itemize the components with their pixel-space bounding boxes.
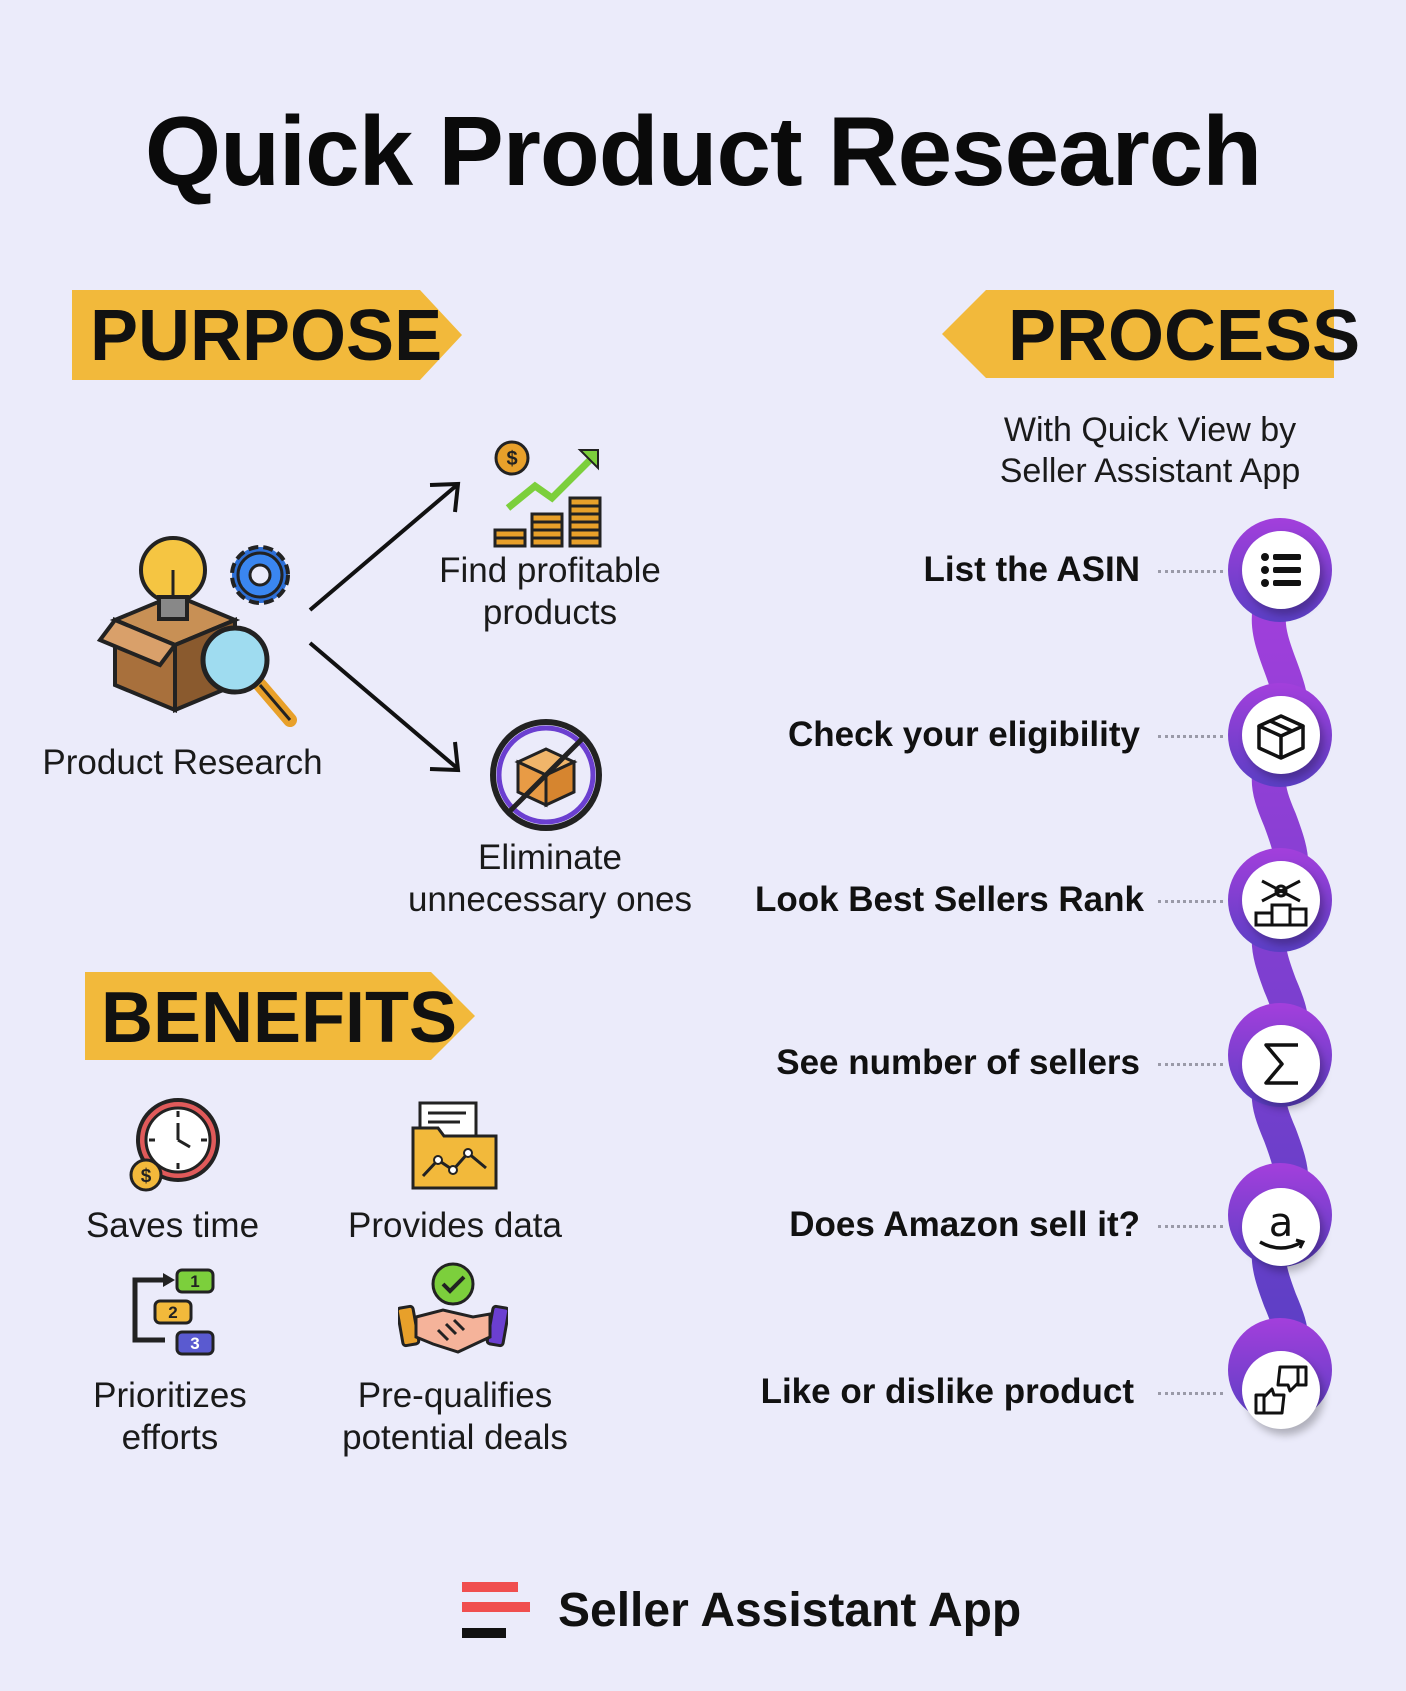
sigma-icon: [1242, 1025, 1320, 1103]
svg-text:$: $: [506, 448, 517, 470]
benefits-banner: BENEFITS: [85, 972, 475, 1060]
benefit-label-prequalifies: Pre-qualifies potential deals: [342, 1376, 568, 1457]
process-chain: [1225, 515, 1355, 1455]
process-step-label: Look Best Sellers Rank: [754, 880, 1144, 919]
product-research-icon: [95, 525, 305, 735]
svg-text:1: 1: [190, 1272, 199, 1291]
svg-text:2: 2: [168, 1303, 177, 1322]
step-connector: [1158, 570, 1223, 573]
list-icon: [1242, 531, 1320, 609]
step-connector: [1158, 1392, 1223, 1395]
handshake-icon: [395, 1262, 511, 1362]
process-step-label: Check your eligibility: [787, 715, 1140, 754]
purpose-heading: PURPOSE: [90, 296, 443, 376]
page-title: Quick Product Research: [144, 96, 1262, 206]
step-connector: [1158, 900, 1223, 903]
benefits-heading: BENEFITS: [101, 978, 458, 1058]
product-research-label: Product Research: [42, 743, 323, 782]
thumbs-icon: [1242, 1351, 1320, 1429]
process-step-label: Like or dislike product: [760, 1372, 1134, 1411]
step-connector: [1158, 735, 1223, 738]
podium-icon: [1242, 861, 1320, 939]
benefit-label-saves-time: Saves time: [85, 1206, 260, 1245]
process-step-label: Does Amazon sell it?: [789, 1205, 1140, 1244]
outcome-label-profitable: Find profitable products: [439, 551, 661, 632]
profit-chart-icon: $: [490, 438, 605, 548]
brand-name: Seller Assistant App: [558, 1584, 1022, 1637]
step-connector: [1158, 1225, 1223, 1228]
benefit-label-provides-data: Provides data: [347, 1206, 563, 1245]
purpose-arrows: [300, 475, 470, 775]
priority-list-icon: 1 2 3: [125, 1265, 225, 1360]
purpose-banner: PURPOSE: [72, 290, 462, 380]
svg-text:a: a: [1269, 1200, 1294, 1246]
svg-text:$: $: [141, 1166, 152, 1187]
crossed-box-icon: [488, 717, 604, 833]
process-step-label: List the ASIN: [923, 550, 1141, 589]
step-connector: [1158, 1063, 1223, 1066]
amazon-icon: a: [1242, 1188, 1320, 1266]
benefit-label-prioritizes: Prioritizes efforts: [93, 1376, 247, 1457]
brand-logo-icon: [462, 1580, 530, 1642]
process-step-label: See number of sellers: [776, 1043, 1140, 1082]
clock-icon: $: [128, 1095, 223, 1195]
data-folder-icon: [408, 1098, 503, 1193]
process-heading: PROCESS: [1008, 296, 1361, 376]
outcome-label-eliminate: Eliminate unnecessary ones: [407, 838, 693, 919]
process-banner: PROCESS: [942, 290, 1361, 378]
process-subtitle: With Quick View by Seller Assistant App: [999, 411, 1301, 490]
svg-text:3: 3: [190, 1334, 199, 1353]
box-icon: [1242, 696, 1320, 774]
